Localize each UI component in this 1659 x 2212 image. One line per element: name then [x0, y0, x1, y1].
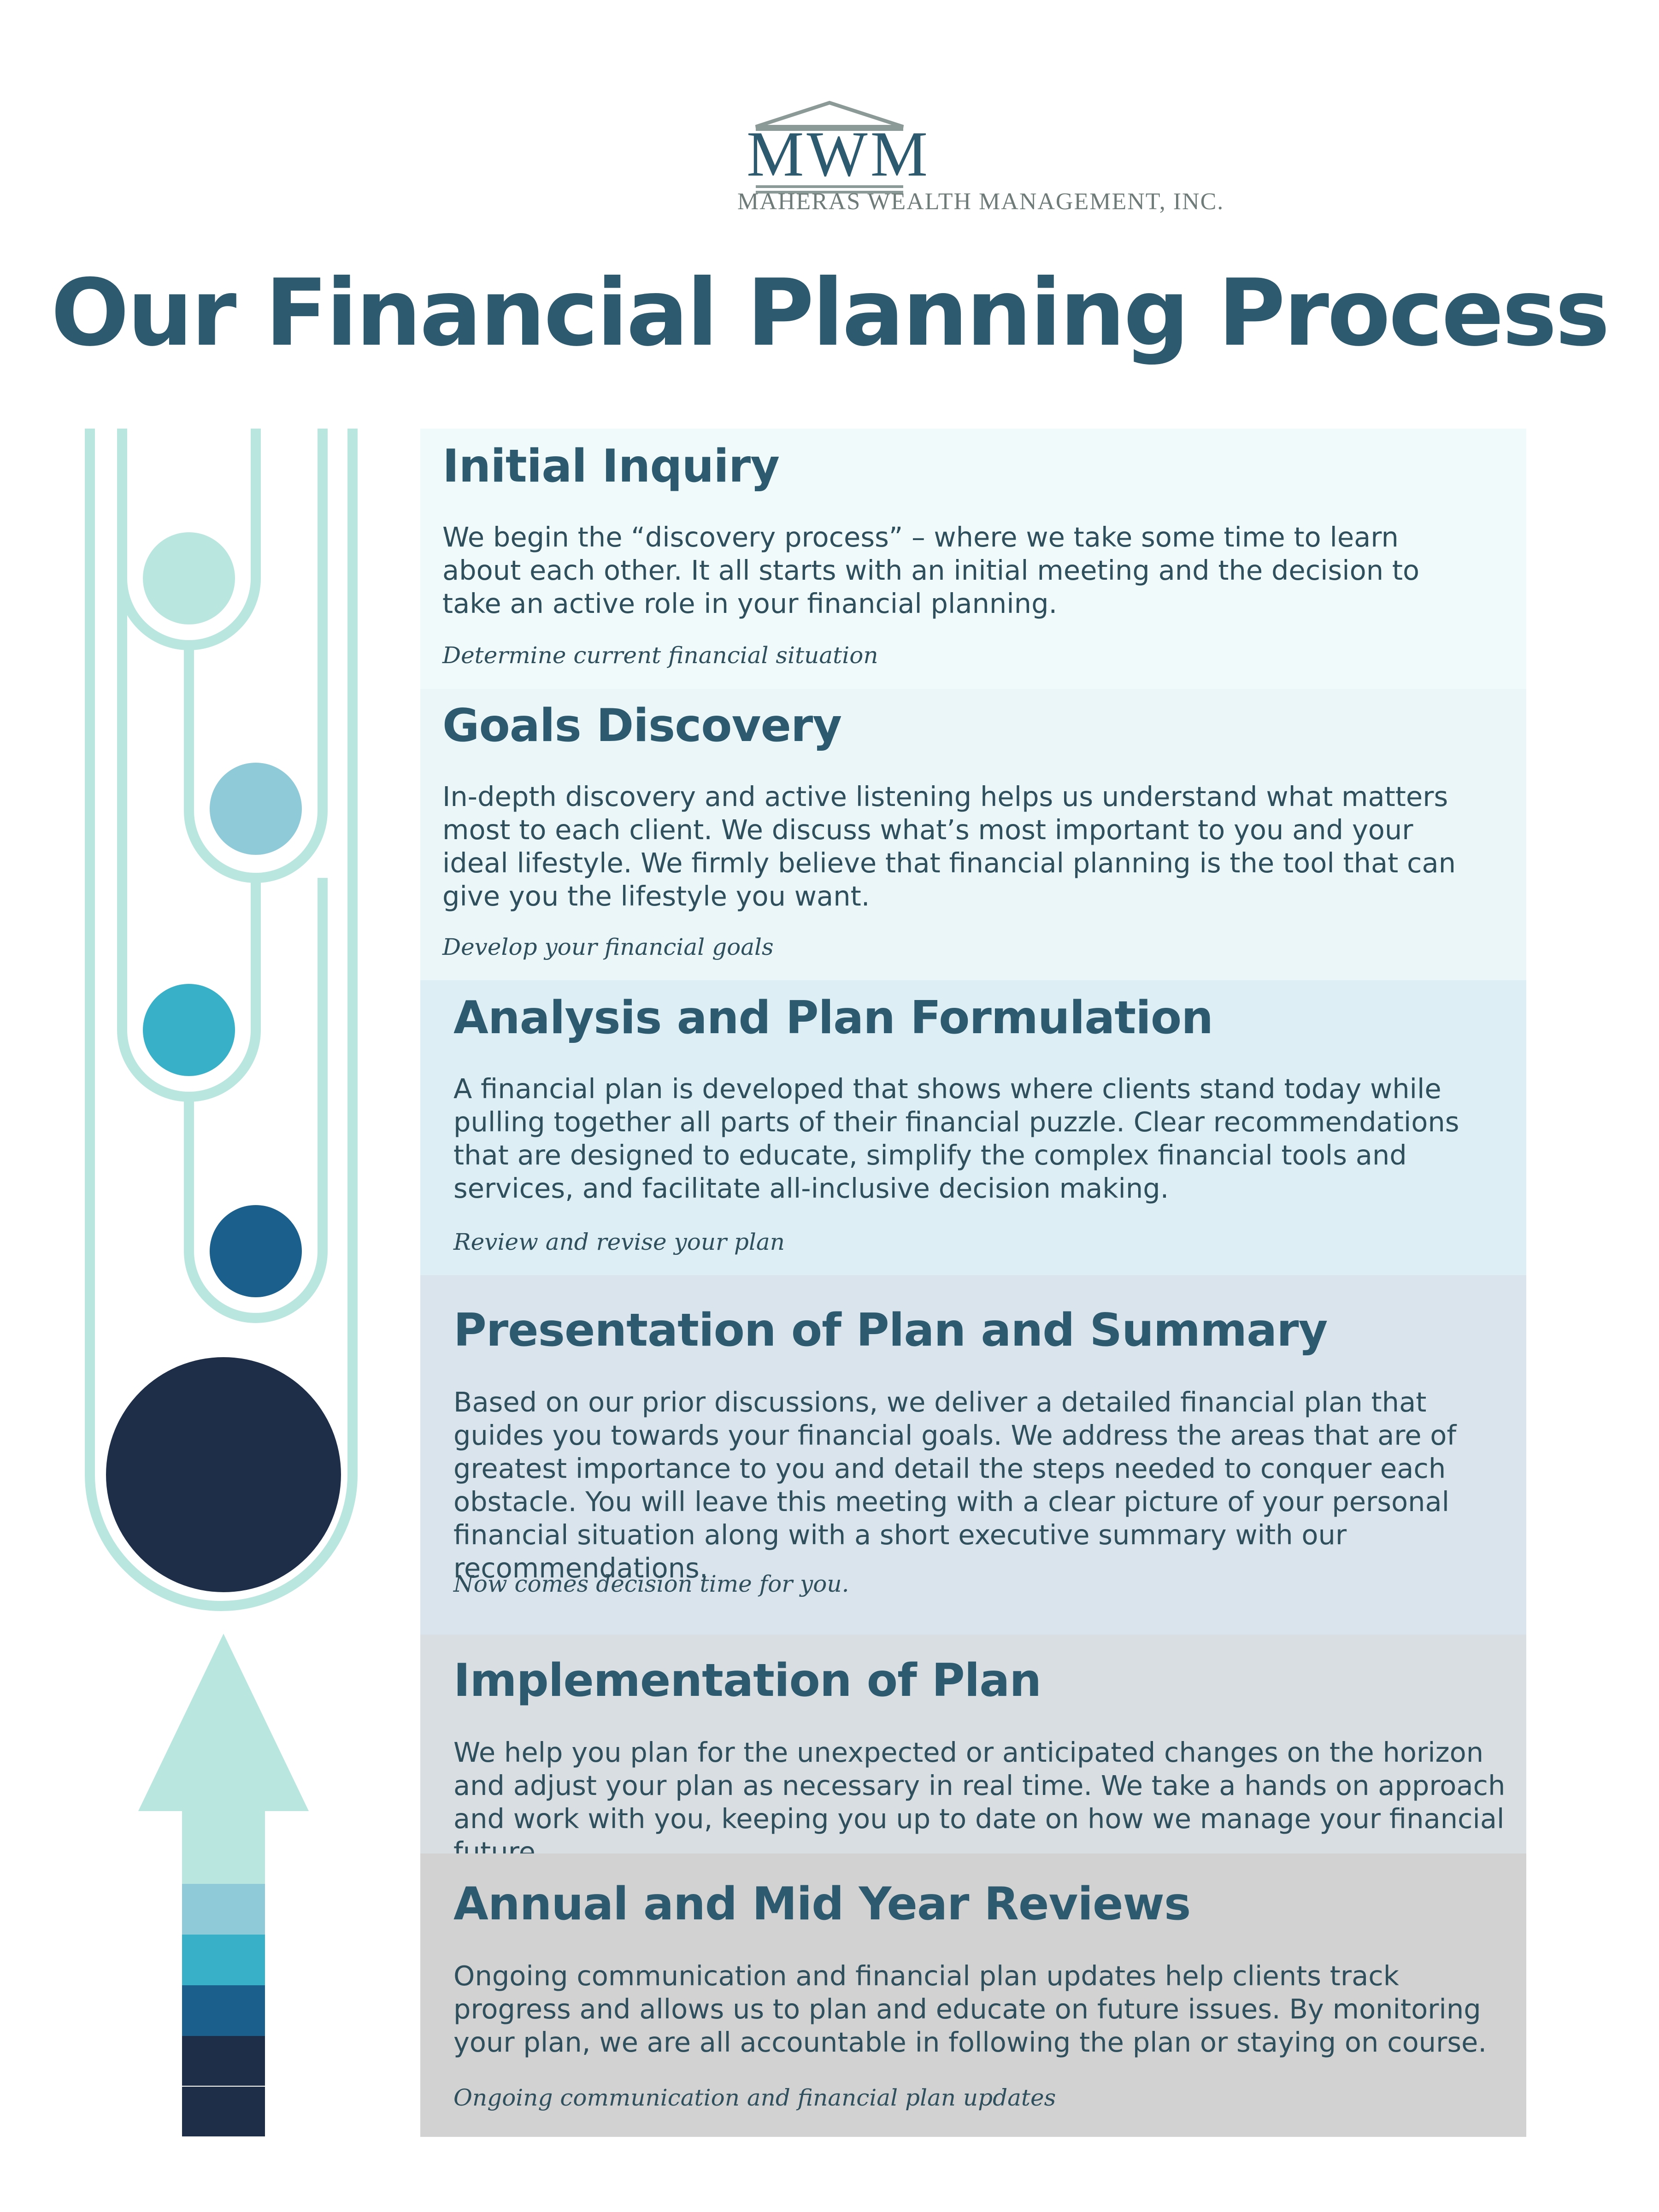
step-body: In-depth discovery and active listening …: [442, 781, 1456, 912]
outer-tube: [85, 429, 358, 1611]
step-note: Ongoing communication and financial plan…: [453, 2084, 1056, 2111]
step-initial-inquiry: Initial Inquiry We begin the “discovery …: [420, 429, 1526, 689]
step-note: Develop your financial goals: [442, 934, 774, 960]
step-body: We help you plan for the unexpected or a…: [453, 1736, 1506, 1868]
arrow-shaft: [182, 1810, 265, 1884]
step-implementation-of-plan: Implementation of Plan We help you plan …: [420, 1635, 1526, 1868]
step-title: Initial Inquiry: [442, 440, 780, 493]
step-dot-4: [210, 1205, 302, 1297]
logo-initials: MWM: [747, 118, 931, 190]
step-note: Now comes decision time for you.: [453, 1571, 849, 1597]
building-roof-icon: [755, 100, 904, 194]
step-note: Determine current financial situation: [442, 642, 878, 669]
step-goals-discovery: Goals Discovery In-depth discovery and a…: [420, 689, 1526, 980]
page-title: Our Financial Planning Process: [51, 259, 1610, 367]
step-presentation-plan-summary: Presentation of Plan and Summary Based o…: [420, 1275, 1526, 1635]
step-dot-1: [143, 532, 235, 624]
step-title: Goals Discovery: [442, 700, 842, 752]
step-title: Implementation of Plan: [453, 1654, 1041, 1707]
step-dot-5: [106, 1357, 341, 1592]
step-note: Review and revise your plan: [453, 1229, 785, 1255]
arrow-band-4: [182, 2036, 265, 2086]
step-title: Presentation of Plan and Summary: [453, 1304, 1328, 1357]
step-body: Ongoing communication and financial plan…: [453, 1960, 1487, 2058]
step-title: Analysis and Plan Formulation: [453, 992, 1213, 1044]
step-analysis-plan-formulation: Analysis and Plan Formulation A financia…: [420, 980, 1526, 1275]
step-dot-2: [210, 763, 302, 855]
step-title: Annual and Mid Year Reviews: [453, 1878, 1191, 1930]
step-annual-mid-year-reviews: Annual and Mid Year Reviews Ongoing comm…: [420, 1853, 1526, 2137]
arrow-band-3: [182, 1985, 265, 2036]
step-body: A financial plan is developed that shows…: [453, 1073, 1459, 1204]
arrow-head: [138, 1634, 309, 1811]
arrow-band-5: [182, 2087, 265, 2136]
company-name: MAHERAS WEALTH MANAGEMENT, INC.: [737, 188, 1224, 215]
tube-4: [184, 878, 328, 1323]
arrow-band-2: [182, 1935, 265, 1985]
process-flow-graphic: [85, 429, 358, 2136]
step-body: Based on our prior discussions, we deliv…: [453, 1386, 1457, 1584]
step-dot-3: [143, 984, 235, 1076]
arrow-band-1: [182, 1884, 265, 1935]
step-body: We begin the “discovery process” – where…: [442, 521, 1420, 619]
company-logo: [719, 99, 940, 200]
